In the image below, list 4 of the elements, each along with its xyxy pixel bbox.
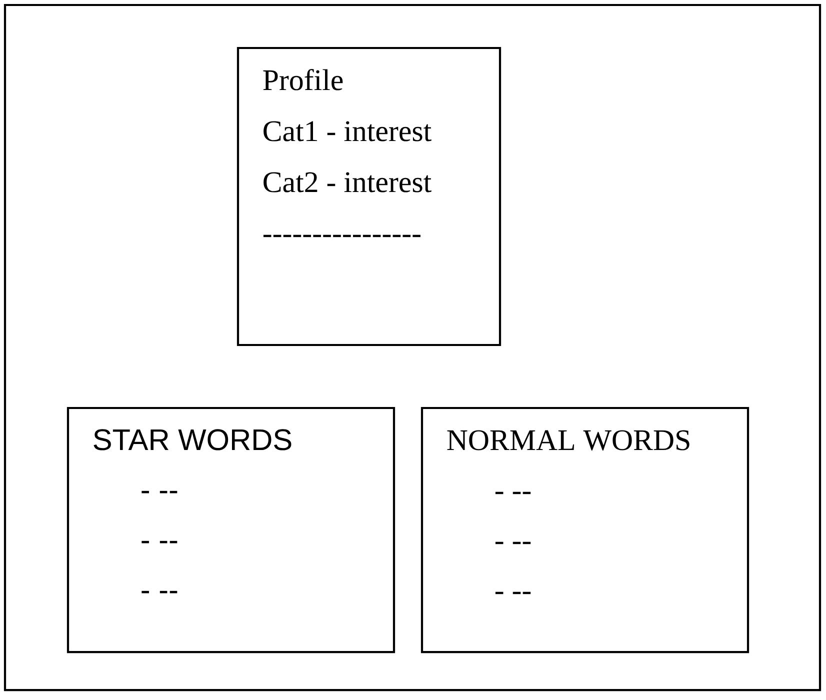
text-box: STAR WORDS - -- - -- - -- <box>66 406 396 654</box>
text-box: NORMAL WORDS - -- - -- - -- <box>420 406 750 654</box>
frame <box>4 4 822 692</box>
text-box: Profile Cat1 - interest Cat2 - interest ---------------- <box>236 46 502 346</box>
